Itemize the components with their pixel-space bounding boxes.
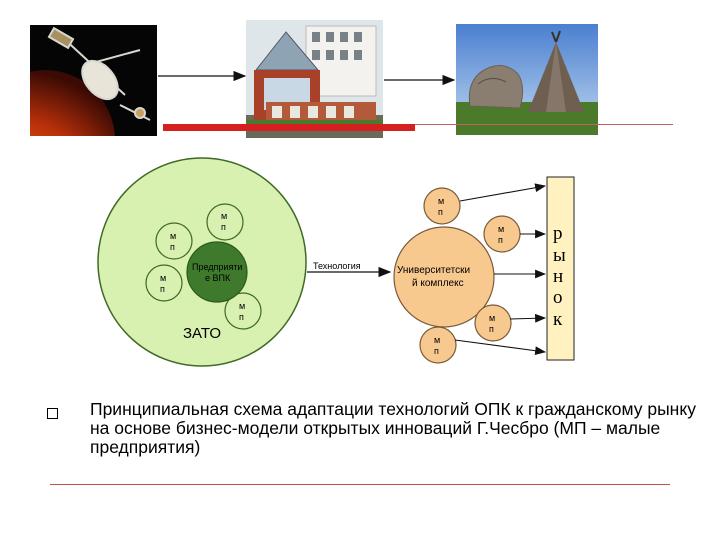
svg-text:м: м	[160, 273, 166, 283]
svg-text:о: о	[553, 287, 563, 308]
arrow-mp-top-to-market	[459, 183, 547, 202]
university-circle	[393, 226, 495, 328]
svg-text:п: п	[239, 312, 244, 322]
top-divider-line	[415, 124, 673, 125]
svg-text:м: м	[489, 313, 495, 323]
mp-circle-university-right: м п	[483, 215, 521, 253]
svg-text:м: м	[239, 301, 245, 311]
mp-circle-university-top: м п	[423, 187, 461, 225]
bottom-divider	[50, 484, 670, 485]
market-box	[546, 176, 575, 361]
university-label-line1: Университетски	[397, 265, 470, 276]
svg-text:н: н	[553, 266, 563, 287]
mp-circle-university-bottom-right: м п	[474, 304, 512, 342]
enterprise-circle	[186, 241, 248, 303]
svg-text:п: п	[489, 324, 494, 334]
mp-circle-zato-left-top: м п	[155, 222, 193, 260]
space-probe-photo	[30, 25, 157, 136]
mp-circle-zato-left-bottom: м п	[145, 264, 183, 302]
zato-label: ЗАТО	[183, 325, 221, 342]
svg-text:р: р	[553, 223, 563, 244]
svg-text:м: м	[170, 231, 176, 241]
top-divider-red	[163, 124, 415, 131]
diagram-canvas: ЗАТО м п м п м п м п Предприяти е ВПК Те…	[97, 70, 575, 367]
technology-label: Технология	[313, 261, 361, 271]
bullet-square-icon	[47, 408, 58, 419]
svg-text:п: п	[170, 242, 175, 252]
arrow-mp-bottom-to-market	[454, 339, 547, 356]
svg-text:п: п	[498, 235, 503, 245]
mp-circle-zato-top: м п	[206, 203, 244, 241]
arrow-mp-bottom-right-to-market	[509, 313, 547, 323]
university-building-photo	[246, 20, 383, 138]
svg-text:м: м	[438, 196, 444, 206]
svg-text:п: п	[221, 222, 226, 232]
svg-text:п: п	[434, 346, 439, 356]
caption-text: Принципиальная схема адаптации технологи…	[90, 399, 696, 457]
svg-text:м: м	[434, 335, 440, 345]
svg-text:п: п	[438, 207, 443, 217]
mp-circle-university-bottom: м п	[419, 326, 457, 364]
tundra-tent-photo	[456, 24, 598, 135]
university-label-line2: й комплекс	[412, 278, 464, 289]
market-label: р ы н о к	[553, 223, 566, 330]
svg-text:к: к	[553, 309, 563, 330]
mp-circle-zato-right: м п	[224, 292, 262, 330]
enterprise-label-line2: е ВПК	[205, 273, 231, 283]
svg-text:м: м	[221, 211, 227, 221]
svg-text:м: м	[498, 224, 504, 234]
svg-text:ы: ы	[553, 245, 566, 266]
svg-text:п: п	[160, 284, 165, 294]
enterprise-label-line1: Предприяти	[192, 262, 242, 272]
